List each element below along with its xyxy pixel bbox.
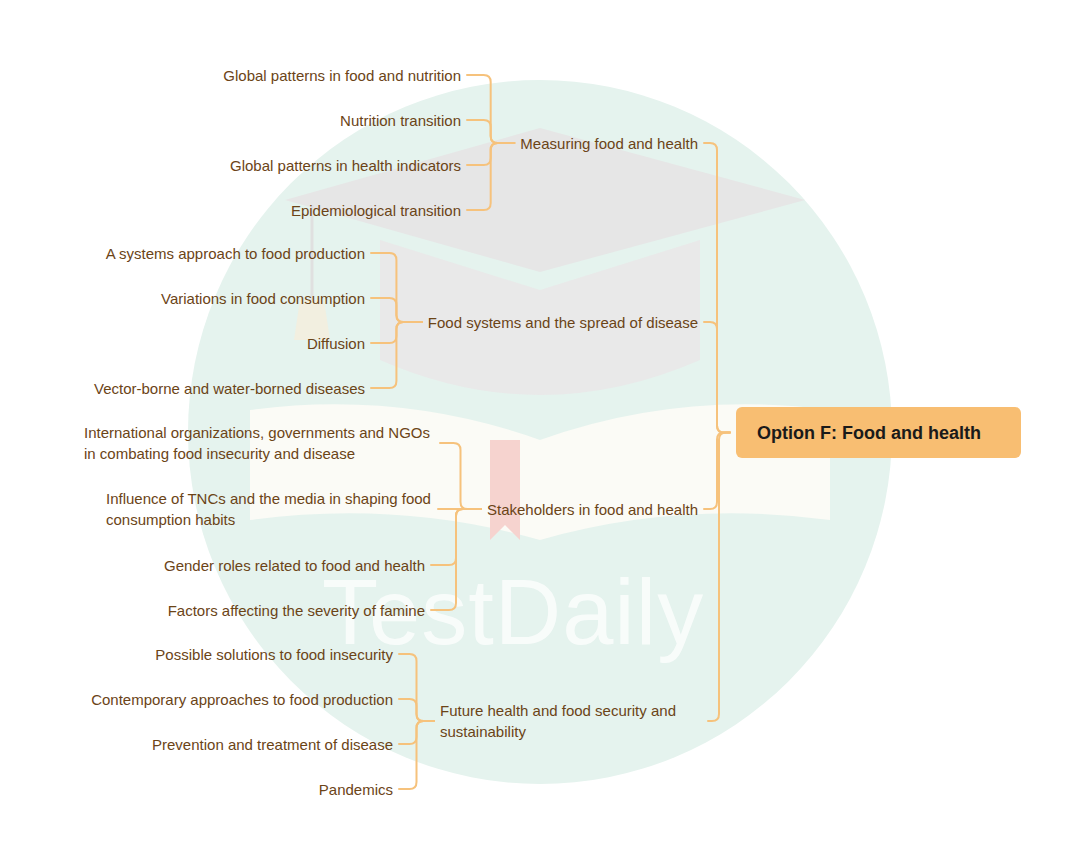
node-text: Global patterns in health indicators [230,155,461,176]
leaf-node: Prevention and treatment of disease [152,734,393,755]
bracket-connector [440,443,481,509]
branch-node: Stakeholders in food and health [487,499,698,520]
bracket-connector [704,322,730,433]
leaf-node: Gender roles related to food and health [164,555,425,576]
node-text: Nutrition transition [340,110,461,131]
node-text: Option F: Food and health [757,422,981,444]
node-text: International organizations, governments… [84,422,434,464]
leaf-node: Contemporary approaches to food producti… [91,689,393,710]
node-text: Diffusion [307,333,365,354]
bracket-connector [399,699,434,721]
bracket-connector [399,654,434,721]
bracket-connector [708,433,730,722]
node-text: A systems approach to food production [106,243,365,264]
bracket-connector [467,143,514,210]
branch-node: Measuring food and health [520,133,698,154]
bracket-connector [371,322,422,388]
leaf-node: Factors affecting the severity of famine [168,600,425,621]
node-text: Variations in food consumption [161,288,365,309]
leaf-node: Influence of TNCs and the media in shapi… [106,488,432,530]
bracket-connector [431,509,481,610]
leaf-node: Diffusion [307,333,365,354]
node-text: Food systems and the spread of disease [428,312,698,333]
node-text: Gender roles related to food and health [164,555,425,576]
bracket-connector [467,75,514,143]
bracket-connector [704,143,730,433]
node-text: Contemporary approaches to food producti… [91,689,393,710]
bracket-connector [704,433,730,510]
node-text: Global patterns in food and nutrition [223,65,461,86]
leaf-node: Epidemiological transition [291,200,461,221]
leaf-node: Global patterns in food and nutrition [223,65,461,86]
cap-body [380,240,700,395]
node-text: Factors affecting the severity of famine [168,600,425,621]
bracket-connector [467,120,514,143]
node-text: Prevention and treatment of disease [152,734,393,755]
node-text: Vector-borne and water-borned diseases [94,378,365,399]
branch-node: Food systems and the spread of disease [428,312,698,333]
node-text: Influence of TNCs and the media in shapi… [106,488,432,530]
leaf-node: Variations in food consumption [161,288,365,309]
node-text: Possible solutions to food insecurity [155,644,393,665]
node-text: Stakeholders in food and health [487,499,698,520]
root-node: Option F: Food and health [736,407,1021,458]
leaf-node: A systems approach to food production [106,243,365,264]
branch-node: Future health and food security and sust… [440,700,702,742]
leaf-node: Vector-borne and water-borned diseases [94,378,365,399]
leaf-node: Pandemics [319,779,393,800]
book-ribbon [490,440,520,540]
leaf-node: Nutrition transition [340,110,461,131]
bracket-connector [399,721,434,789]
node-text: Pandemics [319,779,393,800]
node-text: Epidemiological transition [291,200,461,221]
leaf-node: Possible solutions to food insecurity [155,644,393,665]
bracket-connector [371,298,422,322]
leaf-node: Global patterns in health indicators [230,155,461,176]
node-text: Measuring food and health [520,133,698,154]
leaf-node: International organizations, governments… [84,422,434,464]
bracket-connector [371,253,422,322]
node-text: Future health and food security and sust… [440,700,702,742]
